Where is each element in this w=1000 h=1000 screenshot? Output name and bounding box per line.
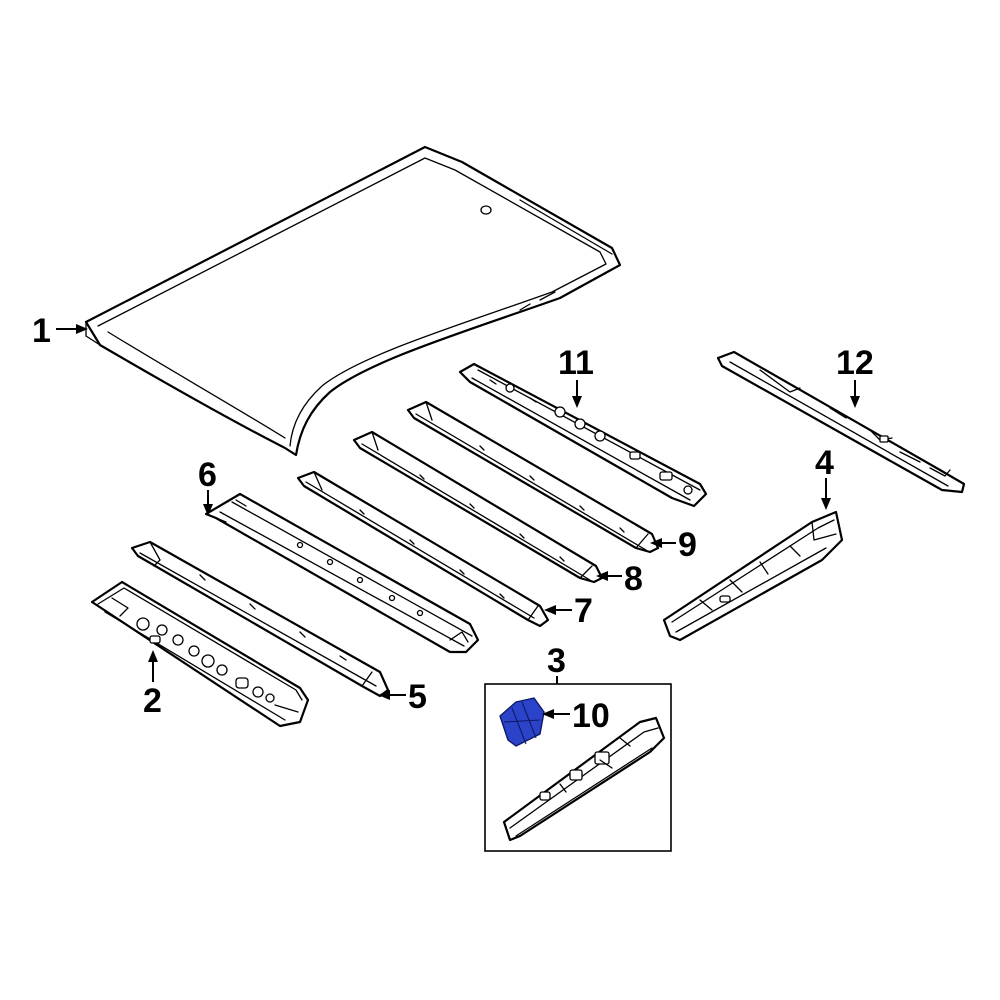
reinforcement-bracket[interactable] bbox=[502, 716, 666, 842]
callout-10: 10 bbox=[572, 697, 610, 735]
roof-bow-6[interactable] bbox=[204, 492, 480, 654]
part-3-inset-box bbox=[484, 683, 672, 852]
callout-1: 1 bbox=[32, 312, 51, 350]
roof-side-rail[interactable] bbox=[716, 350, 966, 494]
leader-lines bbox=[56, 324, 860, 719]
callout-2: 2 bbox=[143, 682, 162, 720]
callout-9: 9 bbox=[678, 526, 697, 564]
callout-12: 12 bbox=[836, 344, 874, 382]
callout-5: 5 bbox=[408, 678, 427, 716]
rear-header-reinforcement[interactable] bbox=[662, 510, 844, 642]
callout-8: 8 bbox=[624, 560, 643, 598]
callout-11: 11 bbox=[558, 344, 594, 382]
callout-7: 7 bbox=[574, 592, 593, 630]
front-roof-header[interactable] bbox=[90, 580, 310, 728]
roof-bow-9[interactable] bbox=[406, 400, 660, 554]
callout-labels: 1 2 3 4 5 6 7 8 9 10 11 12 bbox=[32, 312, 874, 735]
callout-4: 4 bbox=[815, 444, 834, 482]
roof-panel[interactable] bbox=[84, 145, 622, 457]
roof-bow-7[interactable] bbox=[296, 470, 550, 628]
roof-bow-8[interactable] bbox=[352, 430, 604, 584]
callout-6: 6 bbox=[198, 456, 217, 494]
rear-roof-bow[interactable] bbox=[458, 362, 708, 508]
highlighted-bracket-10[interactable] bbox=[499, 697, 545, 747]
callout-3: 3 bbox=[547, 642, 566, 680]
